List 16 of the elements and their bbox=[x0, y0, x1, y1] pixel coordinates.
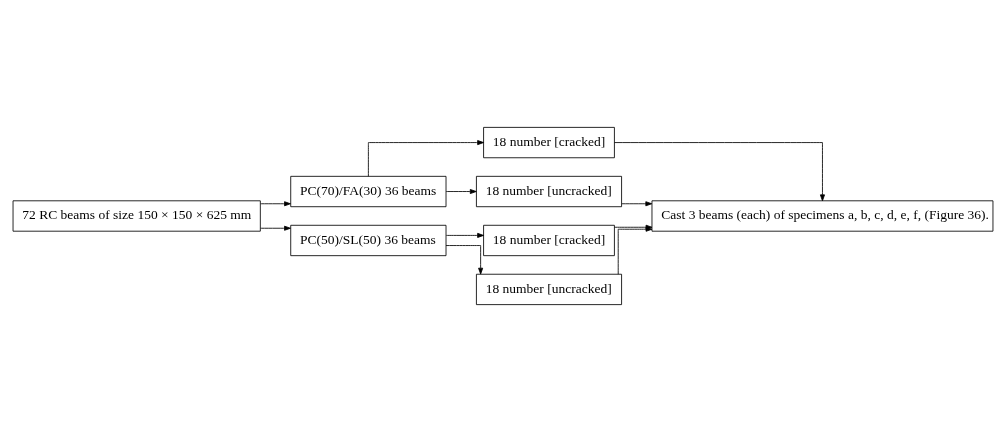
arrow bbox=[621, 201, 653, 207]
arrow bbox=[260, 225, 291, 231]
arrow bbox=[260, 201, 291, 207]
arrow bbox=[614, 142, 825, 202]
node-box: Cast 3 beams (each) of specimens a, b, c, d, e, f, (Figure 36). bbox=[651, 200, 994, 232]
node-box: 18 number [cracked] bbox=[483, 126, 615, 159]
node-box: PC(70)/FA(30) 36 beams bbox=[290, 175, 447, 208]
node-box: 18 number [cracked] bbox=[483, 224, 615, 257]
node-box: PC(50)/SL(50) 36 beams bbox=[290, 224, 447, 257]
arrow bbox=[445, 189, 477, 194]
arrow bbox=[445, 232, 484, 238]
node-box: 18 number [uncracked] bbox=[476, 273, 622, 306]
node-box: 72 RC beams of size 150 × 150 × 625 mm bbox=[12, 200, 261, 232]
node-box: 18 number [uncracked] bbox=[476, 175, 622, 208]
arrow bbox=[445, 245, 484, 275]
arrow bbox=[367, 140, 484, 177]
